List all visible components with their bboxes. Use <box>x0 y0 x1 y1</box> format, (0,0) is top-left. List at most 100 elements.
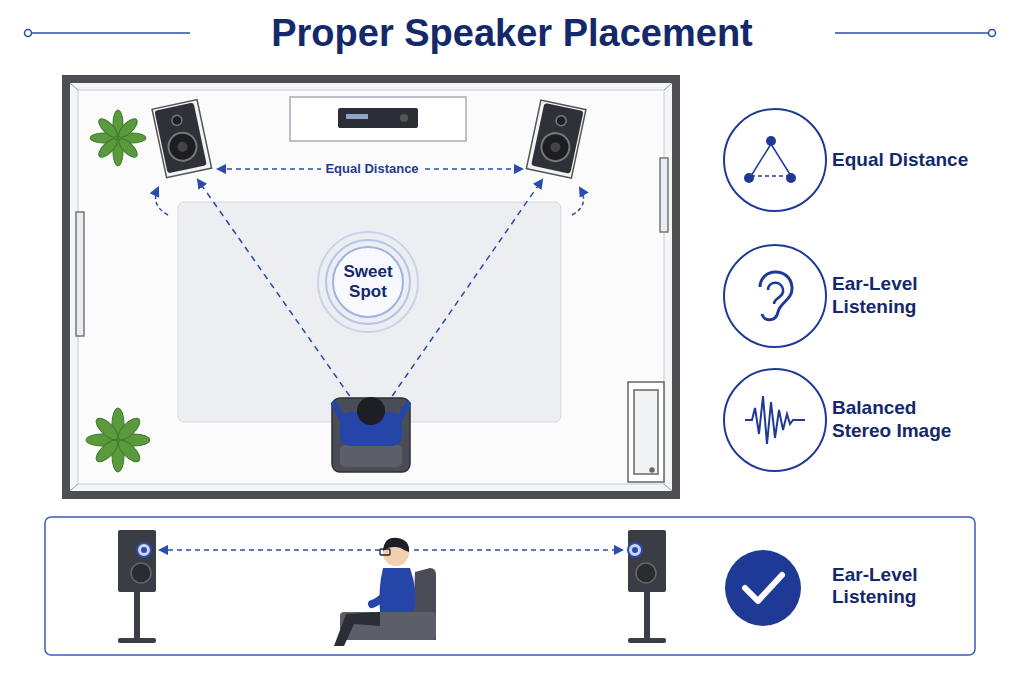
plant <box>115 437 143 465</box>
sweet-spot-rings <box>318 232 418 332</box>
node-text: Ear-Level Listening <box>832 564 972 608</box>
listener <box>357 397 385 425</box>
speaker-stand <box>628 530 666 592</box>
sweet-spot-rings <box>326 240 410 324</box>
room <box>70 484 78 491</box>
room <box>70 83 78 90</box>
toe-in-arrow <box>156 188 168 215</box>
sweet-spot-rings <box>318 232 418 332</box>
feature-icon <box>768 283 783 304</box>
av-receiver <box>346 114 368 119</box>
title-rule <box>989 30 996 37</box>
door <box>628 382 664 482</box>
feature-icon <box>766 136 776 146</box>
plant <box>86 110 150 472</box>
listening-line <box>198 180 356 405</box>
distance-label: Equal Distance <box>321 161 422 177</box>
speaker-stand <box>636 563 656 583</box>
feature-icon <box>771 144 791 176</box>
speaker <box>152 100 212 178</box>
ear-level-line <box>414 549 622 551</box>
seated-listener <box>372 580 392 604</box>
speaker-stand <box>131 563 151 583</box>
feature-icon <box>751 175 791 177</box>
seated-listener <box>334 612 380 646</box>
speaker-stand <box>141 547 147 553</box>
toe-in-arrow <box>572 188 584 215</box>
room <box>78 90 664 484</box>
room <box>66 79 676 495</box>
plant <box>96 116 120 140</box>
door <box>628 382 664 482</box>
speaker-stand <box>632 547 638 553</box>
door <box>650 468 654 472</box>
plant <box>90 110 146 166</box>
room <box>664 83 672 90</box>
listener <box>332 398 410 472</box>
feature-icon <box>724 369 826 471</box>
feature-label: Ear-Level Listening <box>832 273 952 319</box>
plant <box>115 415 143 443</box>
speaker-stand <box>118 530 156 592</box>
speaker <box>555 115 567 127</box>
sweet-spot-rings <box>333 247 403 317</box>
check-icon <box>745 575 782 601</box>
feature-icon <box>751 144 791 176</box>
title-rule <box>30 32 190 34</box>
seated-listener <box>383 538 409 552</box>
feature-label: Equal Distance <box>832 149 982 172</box>
feature-icon <box>744 136 796 183</box>
speaker <box>550 141 562 153</box>
plant <box>116 116 140 140</box>
seated-listener <box>380 549 390 555</box>
node-text: Sweet Spot <box>338 262 398 301</box>
text-stack: Sweet Spot <box>338 262 398 301</box>
feature-icon <box>724 245 826 347</box>
av-receiver <box>400 114 408 122</box>
feature-label: Balanced Stereo Image <box>832 397 952 443</box>
text-stack: Ear-Level Listening <box>832 564 972 608</box>
speaker <box>152 100 212 178</box>
toe-in-arrow <box>156 188 584 215</box>
window <box>76 212 84 336</box>
plant <box>93 437 121 465</box>
av-receiver <box>338 108 418 128</box>
av-receiver <box>290 97 466 141</box>
speaker <box>526 100 586 178</box>
speaker-stand <box>628 543 642 557</box>
title-rule <box>25 30 32 37</box>
speaker <box>526 100 586 178</box>
feature-icon <box>744 173 754 183</box>
speaker-stand <box>134 592 140 640</box>
ear-level-line <box>160 549 380 551</box>
room <box>66 79 676 495</box>
door <box>634 390 658 474</box>
side-view-band: Ear-Level Listening <box>45 517 975 655</box>
feature-icon <box>724 109 826 211</box>
seated-listener <box>334 538 436 646</box>
feature-icon <box>724 109 826 471</box>
title: Proper Speaker Placement <box>0 10 1024 56</box>
feature-icon <box>760 272 792 320</box>
plant <box>93 415 121 443</box>
speaker <box>152 100 586 178</box>
title-rule <box>835 32 990 34</box>
listener <box>332 397 410 472</box>
feature-icon <box>786 173 796 183</box>
av-receiver <box>290 97 466 141</box>
room <box>664 484 672 491</box>
speaker-stand <box>118 530 666 643</box>
side-view-panel <box>45 517 975 655</box>
speaker-stand <box>137 543 151 557</box>
speaker <box>177 141 189 153</box>
plant <box>86 408 150 472</box>
listener <box>340 445 402 467</box>
speaker <box>154 102 206 173</box>
speaker <box>171 114 183 126</box>
speaker <box>531 103 583 174</box>
speaker-stand <box>628 638 666 643</box>
plant <box>96 136 120 160</box>
listening-line <box>386 180 542 405</box>
speaker-stand <box>118 638 156 643</box>
sweet-spot-circle: Sweet Spot <box>331 245 405 319</box>
